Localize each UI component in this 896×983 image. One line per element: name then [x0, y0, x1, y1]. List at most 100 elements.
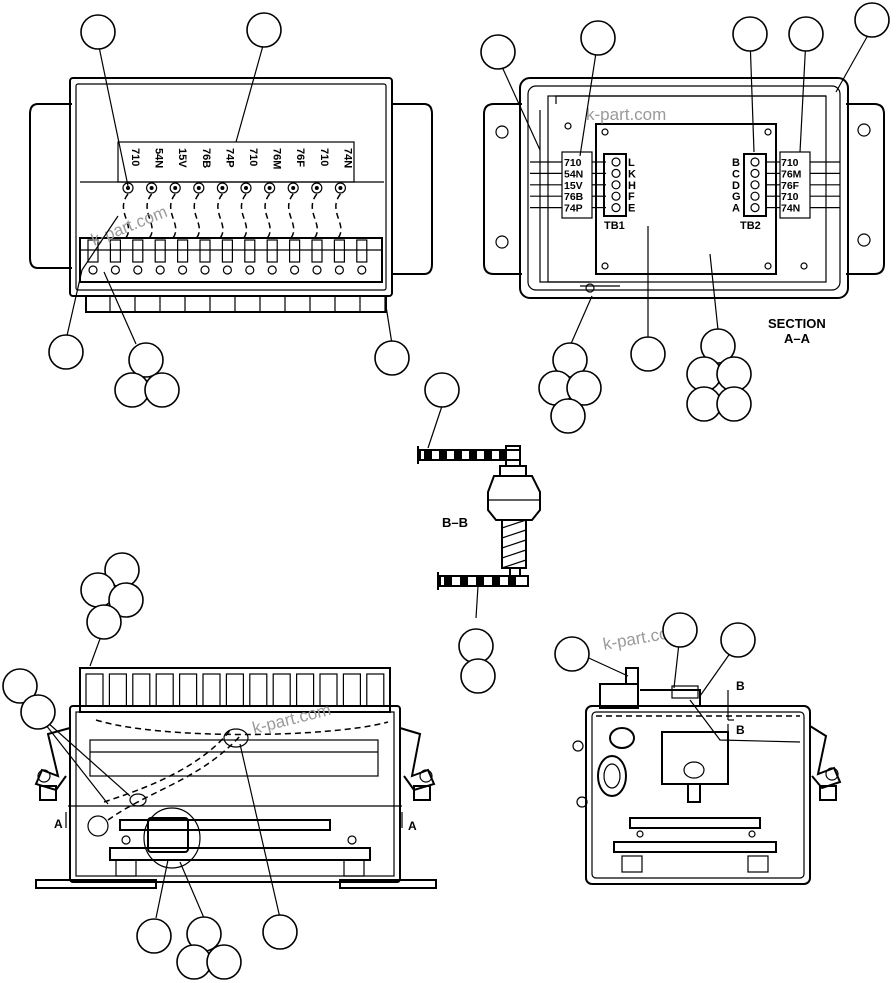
- tb1-wire-label: 15V: [564, 180, 583, 192]
- module-cell: [202, 673, 221, 707]
- plate-stripe: [492, 577, 500, 585]
- plate-stripe: [424, 451, 432, 459]
- callout-bubble: [246, 12, 282, 48]
- tb2-terminal-letter: D: [732, 180, 740, 192]
- tb1-terminal-letter: K: [628, 168, 636, 180]
- terminal-label: 710: [129, 148, 141, 166]
- tb1-wire-label: 76B: [564, 191, 584, 203]
- callout-bubble: [716, 356, 752, 392]
- section-mark-a-left: A: [54, 817, 63, 831]
- terminal-stud: [240, 182, 252, 194]
- plate-stripe: [484, 451, 492, 459]
- tb1-terminal-letter: E: [628, 203, 635, 215]
- terminal-lead: [264, 193, 271, 241]
- terminal-label: 76B: [200, 148, 212, 168]
- tb2-wire-label: 710: [781, 191, 799, 203]
- terminal-block-screw: [245, 265, 255, 275]
- terminal-label: 74P: [223, 148, 235, 168]
- terminal-stud: [264, 182, 276, 194]
- terminal-block-post: [333, 239, 345, 263]
- callout-bubble: [2, 668, 38, 704]
- terminal-block-post: [221, 239, 233, 263]
- module-cell: [108, 673, 128, 707]
- callout-bubble: [108, 582, 144, 618]
- callout-bubble: [580, 20, 616, 56]
- terminal-label: 74N: [341, 148, 353, 168]
- tb1-screw: [611, 157, 621, 167]
- callout-bubble: [424, 372, 460, 408]
- terminal-stud-center: [196, 186, 201, 190]
- callout-bubble: [552, 342, 588, 378]
- terminal-block-screw: [200, 265, 210, 275]
- side-view: B B k-part.com: [572, 621, 842, 885]
- terminal-block-post: [311, 239, 323, 263]
- terminal-lead: [311, 193, 319, 241]
- callout-bubble: [854, 2, 890, 38]
- terminal-block-post: [87, 239, 99, 263]
- tb2-terminal-letter: C: [732, 168, 740, 180]
- terminal-block-screw: [267, 265, 277, 275]
- tb1-screw: [611, 168, 621, 178]
- module-cell: [342, 673, 361, 707]
- callout-bubble: [700, 328, 736, 364]
- terminal-block-screw: [178, 265, 188, 275]
- tb2-terminal-letter: G: [732, 191, 741, 203]
- callout-bubble: [374, 340, 410, 376]
- tb2-screw: [750, 180, 760, 190]
- front-view: A A k-part.com: [34, 667, 437, 889]
- callout-bubble: [458, 628, 494, 664]
- section-mark-b-upper: B: [736, 679, 745, 693]
- plate-stripe: [454, 451, 462, 459]
- terminal-block-post: [177, 239, 189, 263]
- terminal-stud: [311, 182, 323, 194]
- terminal-block-screw: [155, 265, 165, 275]
- module-cell: [179, 673, 198, 707]
- terminal-block-post: [154, 239, 166, 263]
- tb1-screw: [611, 203, 621, 213]
- terminal-stud: [216, 182, 228, 194]
- callout-bubble: [80, 14, 116, 50]
- tb1-screw: [611, 180, 621, 190]
- callout-bubble: [176, 944, 212, 980]
- terminal-block-screw: [222, 265, 232, 275]
- tb2-wire-label: 76M: [781, 168, 802, 180]
- terminal-stud: [334, 182, 346, 194]
- tb2-terminal-letter: B: [732, 157, 740, 169]
- callout-bubble: [262, 914, 298, 950]
- tb2-label: TB2: [740, 220, 761, 232]
- terminal-lead: [217, 193, 224, 241]
- terminal-label: 710: [318, 148, 330, 166]
- plate-stripe: [508, 577, 516, 585]
- plate-stripe: [439, 451, 447, 459]
- callout-bubble: [550, 398, 586, 434]
- callout-bubble: [128, 342, 164, 378]
- terminal-stud: [193, 182, 205, 194]
- terminal-stud-center: [291, 186, 296, 190]
- module-cell: [225, 673, 244, 707]
- terminal-block-screw: [334, 265, 344, 275]
- tb1-wire-label: 74P: [564, 203, 583, 215]
- tb2-screw: [750, 203, 760, 213]
- terminal-label: 76F: [294, 148, 306, 167]
- terminal-lead: [193, 193, 201, 241]
- terminal-stud: [169, 182, 181, 194]
- tb2-screw: [750, 168, 760, 178]
- terminal-block-screw: [312, 265, 322, 275]
- section-a-a-title-line1: SECTION: [768, 316, 826, 331]
- callout-bubble: [716, 386, 752, 422]
- callout-bubble: [48, 334, 84, 370]
- terminal-label: 54N: [153, 148, 165, 168]
- terminal-block-post: [244, 239, 256, 263]
- module-cell: [272, 673, 291, 707]
- callout-bubble: [566, 370, 602, 406]
- callout-bubble: [732, 16, 768, 52]
- callout-bubble: [662, 612, 698, 648]
- plate-stripe: [469, 451, 477, 459]
- terminal-lead: [287, 193, 295, 241]
- tb1-wire-label: 54N: [564, 168, 583, 180]
- terminal-block-post: [289, 239, 301, 263]
- terminal-block-post: [132, 239, 144, 263]
